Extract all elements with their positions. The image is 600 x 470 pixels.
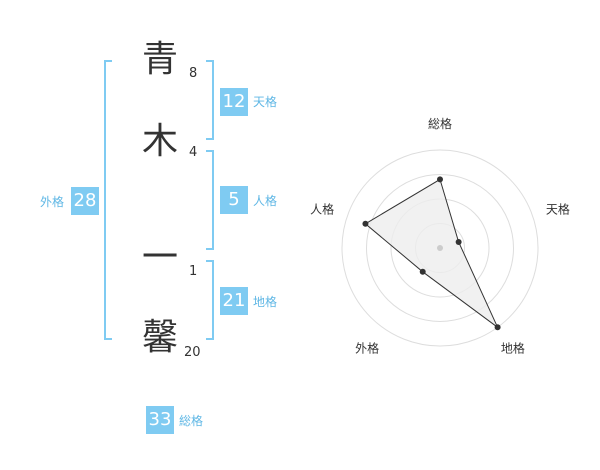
name-char-4-strokes: 20 <box>184 345 201 360</box>
radar-axis-label-4: 人格 <box>310 202 334 217</box>
name-char-2: 木 <box>141 121 178 162</box>
tenkaku-value: 12 <box>220 88 248 116</box>
gaikaku-value: 28 <box>71 187 99 215</box>
radar-point-1 <box>455 238 462 245</box>
radar-point-4 <box>362 220 369 227</box>
radar-axis-label-1: 天格 <box>546 202 570 217</box>
radar-axis-label-2: 地格 <box>501 340 525 355</box>
soukaku-value: 33 <box>146 406 174 434</box>
radar-points <box>362 176 501 331</box>
radar-ring-4 <box>341 149 539 347</box>
tenkaku-bracket <box>206 60 214 140</box>
jinkaku-value: 5 <box>220 186 248 214</box>
chikaku-label: 地格 <box>253 295 278 309</box>
soukaku-label: 総格 <box>179 414 204 428</box>
gaikaku-label: 外格 <box>40 195 65 209</box>
radar-point-2 <box>494 324 501 331</box>
jinkaku-bracket <box>206 150 214 250</box>
radar-axis-label-3: 外格 <box>355 340 379 355</box>
name-char-3: 一 <box>141 237 178 278</box>
chikaku-value: 21 <box>220 287 248 315</box>
chikaku-bracket <box>206 260 214 340</box>
radar-area <box>364 178 499 328</box>
gaikaku-bracket <box>104 60 112 340</box>
radar-axis-label-0: 総格 <box>428 116 452 131</box>
radar-ring-3 <box>366 174 514 322</box>
name-char-1-strokes: 8 <box>189 66 198 81</box>
radar-point-0 <box>437 176 443 183</box>
radar-center-dot <box>437 245 443 251</box>
name-char-2-strokes: 4 <box>189 145 198 160</box>
name-char-3-strokes: 1 <box>189 264 198 279</box>
jinkaku-label: 人格 <box>253 194 278 208</box>
radar-point-3 <box>419 268 426 275</box>
tenkaku-label: 天格 <box>253 95 278 109</box>
name-char-1: 青 <box>141 39 178 80</box>
name-char-4: 馨 <box>141 317 178 358</box>
